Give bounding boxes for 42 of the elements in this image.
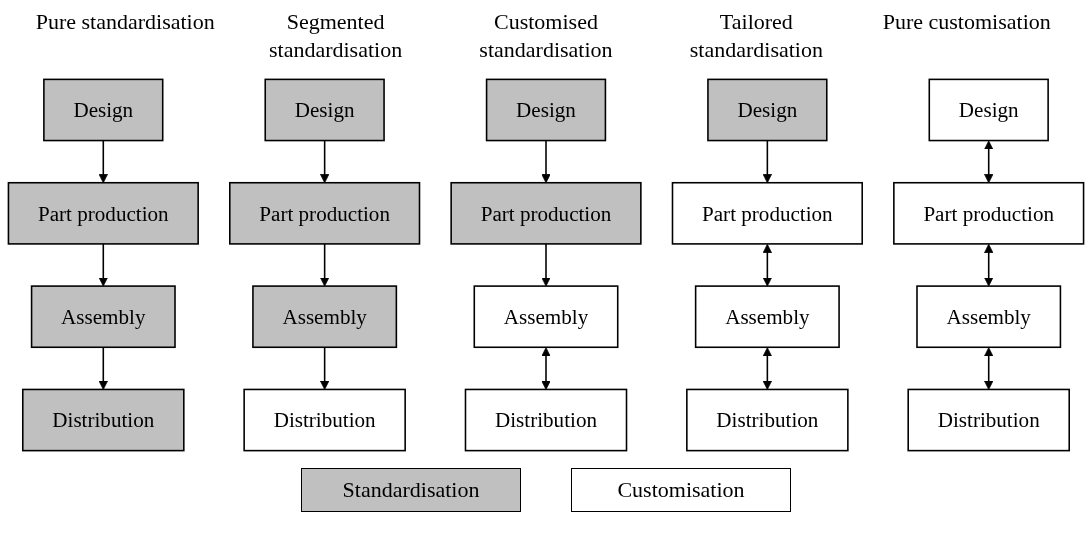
arrow bbox=[98, 346, 108, 390]
node-box: Part production bbox=[7, 181, 199, 245]
node-box: Assembly bbox=[252, 285, 398, 349]
column-heading: Pure standardisation bbox=[34, 8, 216, 36]
column-heading: Tailored standardisation bbox=[688, 8, 824, 64]
node-box: Design bbox=[264, 78, 385, 142]
legend-swatch: Standardisation bbox=[301, 468, 521, 512]
node-box: Design bbox=[485, 78, 607, 142]
node-box: Distribution bbox=[22, 388, 185, 452]
arrow bbox=[320, 243, 330, 287]
column-heading: Pure customisation bbox=[881, 8, 1052, 36]
column-heading: Segmented standardisation bbox=[267, 8, 404, 64]
arrow bbox=[541, 347, 551, 390]
node-box: Part production bbox=[450, 181, 642, 245]
node-box: Design bbox=[707, 78, 828, 142]
node-box: Distribution bbox=[907, 388, 1070, 452]
node-box: Distribution bbox=[464, 388, 628, 452]
arrow bbox=[984, 347, 994, 390]
column-heading: Customised standardisation bbox=[478, 8, 614, 64]
arrow bbox=[762, 243, 772, 287]
arrow bbox=[98, 243, 108, 287]
arrow bbox=[541, 243, 551, 287]
node-box: Assembly bbox=[916, 285, 1062, 349]
node-box: Part production bbox=[893, 181, 1085, 245]
node-box: Part production bbox=[671, 181, 863, 245]
arrow bbox=[984, 140, 994, 184]
node-box: Assembly bbox=[694, 285, 840, 349]
node-box: Distribution bbox=[243, 388, 406, 452]
legend-swatch: Customisation bbox=[571, 468, 791, 512]
node-box: Design bbox=[43, 78, 164, 142]
node-box: Assembly bbox=[473, 285, 619, 349]
node-box: Distribution bbox=[686, 388, 849, 452]
arrow bbox=[762, 347, 772, 390]
arrow bbox=[320, 346, 330, 390]
arrow bbox=[541, 139, 551, 184]
node-box: Assembly bbox=[30, 285, 176, 349]
arrow bbox=[762, 139, 772, 184]
node-box: Design bbox=[928, 78, 1049, 142]
arrow bbox=[320, 139, 330, 184]
arrow bbox=[98, 139, 108, 184]
arrow bbox=[984, 243, 994, 287]
node-box: Part production bbox=[229, 181, 421, 245]
